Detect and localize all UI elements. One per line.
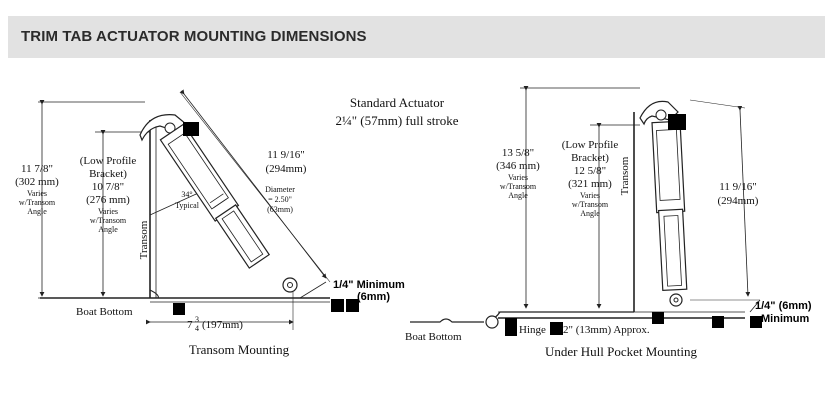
transom-setback-whole: 7 xyxy=(187,319,193,331)
pocket-length-mm: (294mm) xyxy=(718,195,759,207)
transom-diameter2: = 2.50" xyxy=(268,195,292,204)
transom-setback-rest: (197mm) xyxy=(202,319,243,331)
pocket-overall-in: 13 5/8" xyxy=(502,147,534,159)
pocket-hinge: Hinge xyxy=(519,324,546,336)
pocket-min-line1: 1/4" (6mm) xyxy=(755,300,812,312)
transom-mounting-drawing xyxy=(38,89,331,330)
pocket-hinge-dim: 2" (13mm) Approx. xyxy=(563,324,650,336)
transom-angle-typical: Typical xyxy=(175,201,200,210)
transom-low-in: 10 7/8" xyxy=(92,181,124,193)
transom-low-varies3: Angle xyxy=(98,225,118,234)
transom-diameter3: (63mm) xyxy=(267,205,293,214)
pocket-mount-markers xyxy=(505,114,762,336)
transom-low-profile2: Bracket) xyxy=(89,168,127,180)
pocket-low-varies3: Angle xyxy=(580,209,600,218)
transom-overall-varies2: w/Transom xyxy=(19,198,56,207)
transom-label: Transom xyxy=(138,220,150,259)
transom-overall-varies1: Varies xyxy=(27,189,47,198)
transom-min-line1: 1/4" Minimum xyxy=(333,279,405,291)
pocket-boat-bottom: Boat Bottom xyxy=(405,331,462,343)
pocket-low-profile2: Bracket) xyxy=(571,152,609,164)
transom-boat-bottom: Boat Bottom xyxy=(76,306,133,318)
transom-low-varies2: w/Transom xyxy=(90,216,127,225)
pocket-overall-mm: (346 mm) xyxy=(496,160,540,172)
transom-low-varies1: Varies xyxy=(98,207,118,216)
transom-length-mm: (294mm) xyxy=(266,163,307,175)
transom-overall-mm: (302 mm) xyxy=(15,176,59,188)
pocket-min-line2: Minimum xyxy=(761,313,809,325)
transom-min-line2: (6mm) xyxy=(357,291,390,303)
pocket-low-mm: (321 mm) xyxy=(568,178,612,190)
transom-angle-deg: 34° xyxy=(181,190,192,199)
transom-length-in: 11 9/16" xyxy=(267,149,304,161)
pocket-transom-label: Transom xyxy=(619,156,631,195)
pocket-overall-varies2: w/Transom xyxy=(500,182,537,191)
pocket-overall-varies1: Varies xyxy=(508,173,528,182)
pocket-mounting-drawing xyxy=(410,86,761,329)
transom-overall-varies3: Angle xyxy=(27,207,47,216)
pocket-caption: Under Hull Pocket Mounting xyxy=(545,344,698,359)
transom-setback-num: 3 xyxy=(195,315,199,324)
page-title: TRIM TAB ACTUATOR MOUNTING DIMENSIONS xyxy=(21,28,367,45)
transom-caption: Transom Mounting xyxy=(189,342,290,357)
transom-diameter1: Diameter xyxy=(265,185,295,194)
actuator-title-line1: Standard Actuator xyxy=(350,95,445,110)
transom-low-mm: (276 mm) xyxy=(86,194,130,206)
transom-overall-in: 11 7/8" xyxy=(21,163,53,175)
pocket-low-in: 12 5/8" xyxy=(574,165,606,177)
pocket-overall-varies3: Angle xyxy=(508,191,528,200)
pocket-low-profile1: (Low Profile xyxy=(562,139,619,151)
actuator-title-line2: 2¼" (57mm) full stroke xyxy=(335,113,458,128)
header-bar: TRIM TAB ACTUATOR MOUNTING DIMENSIONS xyxy=(8,16,825,58)
pocket-low-varies2: w/Transom xyxy=(572,200,609,209)
pocket-length-in: 11 9/16" xyxy=(719,181,756,193)
transom-low-profile1: (Low Profile xyxy=(80,155,137,167)
pocket-low-varies1: Varies xyxy=(580,191,600,200)
transom-setback-den: 4 xyxy=(195,324,199,333)
transom-mount-markers xyxy=(173,122,359,315)
